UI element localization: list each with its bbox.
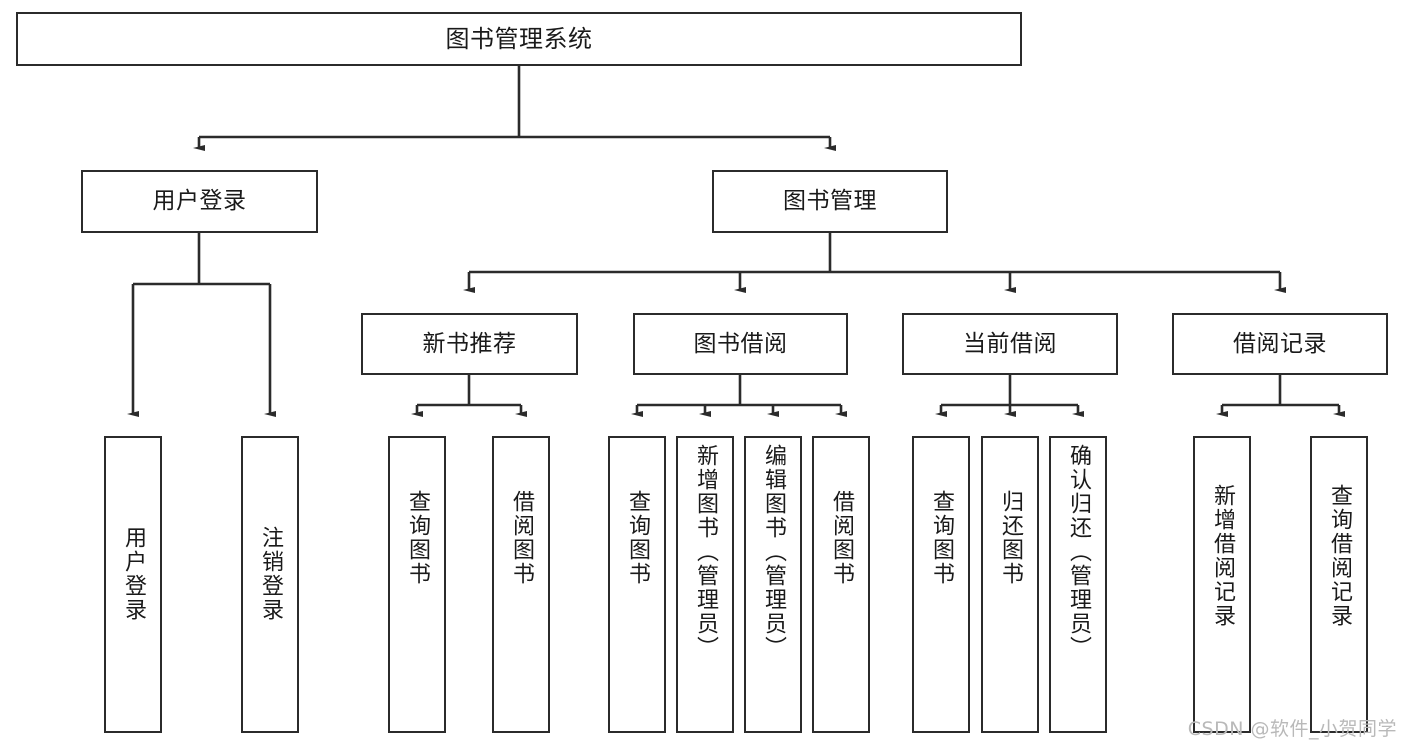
node-borrow-record-label: 借阅记录 bbox=[1233, 330, 1327, 357]
node-new-book-recommend-label: 新书推荐 bbox=[422, 330, 517, 357]
node-leaf-edit-book-label: 编辑图书（管理员） bbox=[760, 444, 786, 660]
node-leaf-borrow-book-1[interactable]: 借阅图书 bbox=[492, 436, 550, 733]
node-leaf-add-record-label: 新增借阅记录 bbox=[1209, 484, 1235, 628]
node-book-borrow-label: 图书借阅 bbox=[693, 330, 788, 357]
csdn-watermark: CSDN @软件_小贺同学 bbox=[1187, 718, 1397, 740]
node-leaf-edit-book[interactable]: 编辑图书（管理员） bbox=[744, 436, 802, 733]
node-current-borrow-label: 当前借阅 bbox=[963, 330, 1057, 357]
node-root[interactable]: 图书管理系统 bbox=[16, 12, 1022, 66]
node-book-borrow[interactable]: 图书借阅 bbox=[633, 313, 848, 375]
node-root-label: 图书管理系统 bbox=[445, 25, 593, 53]
node-leaf-confirm-return[interactable]: 确认归还（管理员） bbox=[1049, 436, 1107, 733]
node-leaf-query-book-3-label: 查询图书 bbox=[928, 490, 954, 586]
node-leaf-add-book[interactable]: 新增图书（管理员） bbox=[676, 436, 734, 733]
node-borrow-record[interactable]: 借阅记录 bbox=[1172, 313, 1388, 375]
node-leaf-user-login[interactable]: 用户登录 bbox=[104, 436, 162, 733]
node-leaf-borrow-book-1-label: 借阅图书 bbox=[508, 490, 534, 586]
node-book-manage[interactable]: 图书管理 bbox=[712, 170, 948, 233]
node-leaf-borrow-book-2-label: 借阅图书 bbox=[828, 490, 854, 586]
node-user-login-label: 用户登录 bbox=[152, 188, 247, 214]
node-leaf-confirm-return-label: 确认归还（管理员） bbox=[1065, 444, 1091, 660]
node-leaf-return-book-label: 归还图书 bbox=[997, 490, 1023, 586]
node-leaf-query-book-2[interactable]: 查询图书 bbox=[608, 436, 666, 733]
node-leaf-borrow-book-2[interactable]: 借阅图书 bbox=[812, 436, 870, 733]
node-leaf-query-record[interactable]: 查询借阅记录 bbox=[1310, 436, 1368, 733]
node-leaf-query-book-1-label: 查询图书 bbox=[404, 490, 430, 586]
node-leaf-query-book-3[interactable]: 查询图书 bbox=[912, 436, 970, 733]
node-current-borrow[interactable]: 当前借阅 bbox=[902, 313, 1118, 375]
node-leaf-query-book-2-label: 查询图书 bbox=[624, 490, 650, 586]
node-leaf-user-login-label: 用户登录 bbox=[120, 526, 146, 622]
node-leaf-query-book-1[interactable]: 查询图书 bbox=[388, 436, 446, 733]
node-book-manage-label: 图书管理 bbox=[783, 188, 877, 214]
node-leaf-user-logout[interactable]: 注销登录 bbox=[241, 436, 299, 733]
node-leaf-add-book-label: 新增图书（管理员） bbox=[692, 444, 718, 660]
node-user-login[interactable]: 用户登录 bbox=[81, 170, 318, 233]
node-leaf-return-book[interactable]: 归还图书 bbox=[981, 436, 1039, 733]
node-leaf-user-logout-label: 注销登录 bbox=[257, 526, 283, 622]
node-leaf-add-record[interactable]: 新增借阅记录 bbox=[1193, 436, 1251, 733]
node-leaf-query-record-label: 查询借阅记录 bbox=[1326, 484, 1352, 628]
node-new-book-recommend[interactable]: 新书推荐 bbox=[361, 313, 578, 375]
